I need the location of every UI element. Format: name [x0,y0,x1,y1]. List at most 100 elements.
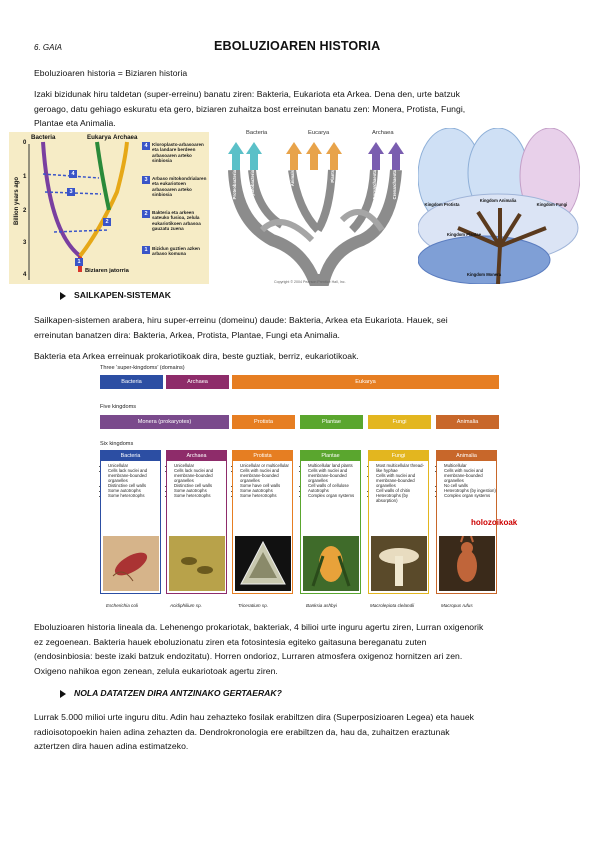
paragraph-prokaryotes: Bakteria eta Arkea erreinuak prokariotik… [34,351,359,361]
bacteria-photo [103,536,159,591]
tick-0: 0 [23,140,27,146]
paragraph-dating: Lurrak 5.000 milioi urte inguru ditu. Ad… [34,710,584,754]
domain-bacteria: Bacteria [100,375,163,389]
holozoikoak-annotation: holozoikoak [471,518,518,527]
five-kingdoms-label: Five kingdoms [100,404,137,410]
trait-item: Some autotrophs [174,488,226,493]
trait-item: Some autotrophs [240,488,292,493]
caption-bacteria: Escherichia coli [106,603,138,608]
section-heading-dating: NOLA DATATZEN DIRA ANTZINAKO GERTAERAK? [60,688,282,698]
kingdom-monera: Monera (prokaryotes) [100,415,229,429]
label-bacteria: Bacteria [31,134,56,141]
legend-text-4: Kloroplasto-arbasoaren eta landare berde… [152,142,204,164]
copyright-credit: Copyright © 2004 Pearson Prentice Hall, … [274,280,346,284]
tree-timeline-figure: Bacteria Eukarya Archaea Billion years a… [9,132,209,284]
kingdom-animalia-label: Kingdom Animalia [479,198,517,203]
trait-item: Heterotrophs (by absorption) [376,493,428,503]
trait-item: Cells lack nuclei and membrane-bounded o… [174,468,226,483]
legend-num-2: 2 [142,210,150,218]
arrow-bullet-icon [60,689,66,698]
trait-item: Complex organ systems [308,493,360,498]
archaea-photo [169,536,225,591]
trait-item: Cells with nuclei and membrane-bounded o… [376,473,428,488]
text-line: Lurrak 5.000 milioi urte inguru ditu. Ad… [34,712,474,722]
label-bacteria: Bacteria [246,130,268,136]
text-line: radioisotopoekin haien adina zehazten da… [34,726,450,737]
caption-fungi: Macrolepiota clelandii [370,603,415,608]
tick-2: 2 [23,208,27,214]
trait-item: Cell walls of chitin [376,488,428,493]
trait-item: Some heterotrophs [240,493,292,498]
heading-text: SAILKAPEN-SISTEMAK [74,290,171,300]
trait-item: Cells lack nuclei and membrane-bounded o… [108,468,160,483]
caption-animalia: Macropus rufus [441,603,473,608]
phylogenetic-tree-figure: Bacteria Eucarya Archaea Proteobacteria … [222,130,410,286]
trait-item: Unicellular or multicellular [240,463,292,468]
trait-list: Multicellular land plants Cells with nuc… [301,463,360,498]
trait-item: Cells with nuclei and membrane-bounded o… [444,468,496,483]
legend-text-3: Arbaso mitokondrialaren eta eukariotoen … [152,176,207,198]
paragraph-intro: Eboluzioaren historia = Biziaren histori… [34,68,188,78]
tick-1: 1 [23,174,27,180]
paragraph-kingdoms: Izaki bizidunak hiru taldetan (super-err… [34,87,574,131]
branch-fungi: Fungi [310,170,315,182]
trait-item: Unicellular [174,463,226,468]
text-line: Izaki bizidunak hiru taldetan (super-err… [34,89,460,99]
fungi-photo [371,536,427,591]
label-eucarya: Eucarya [308,130,330,136]
label-eukarya: Eukarya [87,134,112,141]
text-line: erreinutan banatzen dira: Bakteria, Arke… [34,329,340,340]
trait-item: Some heterotrophs [174,493,226,498]
kingdom-box-title: Bacteria [101,451,160,461]
caption-protista: Triceratium sp. [238,603,269,608]
paragraph-domains: Sailkapen-sistemen arabera, hiru super-e… [34,313,574,342]
branch-crenarchaeota: Crenarchaeota [392,170,397,200]
trait-item: Cell walls of cellulose [308,483,360,488]
text-line: Eboluzioaren historia lineala da. Lehene… [34,622,484,632]
trait-item: Distinctive cell walls [108,483,160,488]
kingdom-plantae-label: Kingdom Plantae [446,232,482,237]
domain-eukarya: Eukarya [232,375,499,389]
trait-item: Complex organ systems [444,493,496,498]
text-line: aztertzen dira hauen adina estimatzeko. [34,741,189,752]
trait-item: Autotrophs [308,488,360,493]
plantae-photo [303,536,359,591]
kingdom-plantae: Plantae [300,415,363,429]
trait-item: Some heterotrophs [108,493,160,498]
text-line: geroago, datu gehiago eskuratu eta gero,… [34,103,466,114]
trait-list: Unicellular Cells lack nuclei and membra… [167,463,226,498]
kingdom-box-protista: Protista Unicellular or multicellular Ce… [232,450,293,594]
kingdom-box-fungi: Fungi Most multicellular thread-like hyp… [368,450,429,594]
trait-item: Some have cell walls [240,483,292,488]
trait-item: Most multicellular thread-like hyphae [376,463,428,473]
kingdom-box-title: Protista [233,451,292,461]
label-archaea: Archaea [113,134,138,141]
heading-text: NOLA DATATZEN DIRA ANTZINAKO GERTAERAK? [74,688,282,698]
trait-list: Multicellular Cells with nuclei and memb… [437,463,496,498]
kingdom-box-title: Fungi [369,451,428,461]
branch-euryarchaeota: Euryarchaeota [372,170,377,200]
unit-label: 6. GAIA [34,43,63,52]
kingdom-box-title: Animalia [437,451,496,461]
domains-label: Three ‘super-kingdoms’ (domains) [100,365,185,371]
trait-item: Cells with nuclei and membrane-bounded o… [308,468,360,483]
kingdom-protista: Protista [232,415,295,429]
text-line: Oxigeno nahikoa egon zenean, zelula euka… [34,665,278,676]
kingdom-box-plantae: Plantae Multicellular land plants Cells … [300,450,361,594]
domain-archaea: Archaea [166,375,229,389]
text-line: (endosinbiosia: beste izaki batzuk endoz… [34,651,463,662]
trait-item: Cells with nuclei and membrane-bounded o… [240,468,292,483]
trait-item: Multicellular [444,463,496,468]
trait-item: Multicellular land plants [308,463,360,468]
trait-list: Most multicellular thread-like hyphae Ce… [369,463,428,503]
kingdom-fungi: Fungi [368,415,431,429]
kingdom-box-title: Archaea [167,451,226,461]
trait-item: Some autotrophs [108,488,160,493]
legend-num-3: 3 [142,176,150,184]
kingdom-protista-label: Kingdom Protista [424,202,460,207]
branch-plants: Plants [330,170,335,183]
text-line: ez zegoenean. Bakteria hauek eboluzionat… [34,636,427,647]
marker-1: 1 [75,258,83,266]
kingdom-bubbles [418,128,580,284]
trait-item: No cell walls [444,483,496,488]
